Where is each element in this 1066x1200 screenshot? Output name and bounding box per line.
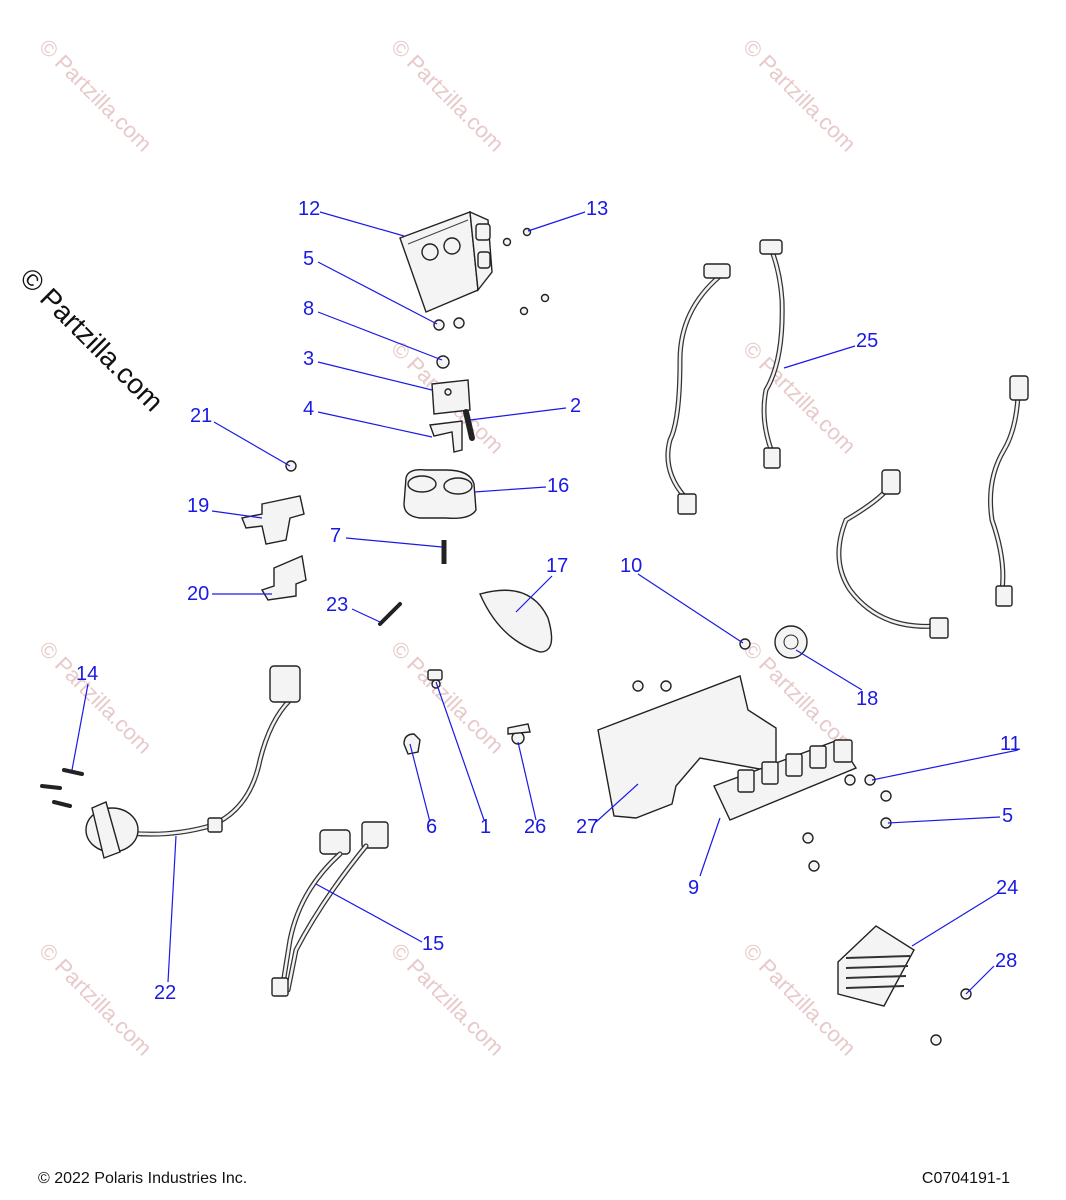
callout-5: 5 (1002, 805, 1013, 827)
copyright-text: © 2022 Polaris Industries Inc. (38, 1170, 248, 1187)
callout-16: 16 (547, 475, 569, 497)
callout-15: 15 (422, 933, 444, 955)
callout-3: 3 (303, 348, 314, 370)
bolt-10 (739, 638, 751, 650)
callout-24: 24 (996, 877, 1018, 899)
bracket-20 (260, 555, 307, 601)
oxygen-sensors (665, 239, 1029, 639)
callout-13: 13 (586, 198, 608, 220)
strap-17 (479, 589, 553, 653)
callout-17: 17 (546, 555, 568, 577)
callout-14: 14 (76, 663, 98, 685)
clamp-6 (403, 733, 421, 755)
callout-27: 27 (576, 816, 598, 838)
callout-5: 5 (303, 248, 314, 270)
callout-1: 1 (480, 816, 491, 838)
callout-20: 20 (187, 583, 209, 605)
callout-26: 26 (524, 816, 546, 838)
sensor-1 (427, 669, 443, 689)
clip-4 (429, 420, 463, 453)
nuts-11 (844, 774, 876, 786)
callout-28: 28 (995, 950, 1017, 972)
voltage-regulator (837, 925, 915, 1007)
grommet-18 (774, 625, 808, 659)
wing-nut-26 (507, 723, 531, 745)
bolts-28 (930, 988, 972, 1046)
bracket-19 (241, 495, 305, 545)
fuse-block (713, 739, 858, 821)
diagram-id: C0704191-1 (921, 1170, 1010, 1187)
ecu-module (399, 210, 493, 313)
bolts-5-lower (802, 790, 892, 872)
callout-10: 10 (620, 555, 642, 577)
bracket-27 (597, 675, 777, 819)
callout-9: 9 (688, 877, 699, 899)
callout-21: 21 (190, 405, 212, 427)
callout-11: 11 (1000, 733, 1021, 755)
bolts-5-upper (433, 317, 465, 331)
pin-23 (378, 602, 402, 626)
callout-22: 22 (154, 982, 176, 1004)
callout-18: 18 (856, 688, 878, 710)
callout-8: 8 (303, 298, 314, 320)
callout-6: 6 (426, 816, 437, 838)
bolts-27 (632, 680, 672, 692)
horn-harness (85, 665, 301, 859)
callout-4: 4 (303, 398, 314, 420)
callout-25: 25 (856, 330, 878, 352)
leader-lines (71, 211, 1019, 995)
callout-12: 12 (298, 198, 320, 220)
callout-7: 7 (330, 525, 341, 547)
screws-13 (502, 227, 550, 316)
callout-19: 19 (187, 495, 209, 517)
callout-2: 2 (570, 395, 581, 417)
bolt-21 (285, 460, 297, 472)
pin-2 (463, 409, 475, 441)
screws-14 (40, 768, 84, 808)
callout-23: 23 (326, 594, 348, 616)
wire-harness-15 (271, 821, 389, 997)
nut-8 (436, 355, 450, 369)
bracket-3 (431, 379, 471, 415)
ignition-coil (403, 468, 477, 520)
